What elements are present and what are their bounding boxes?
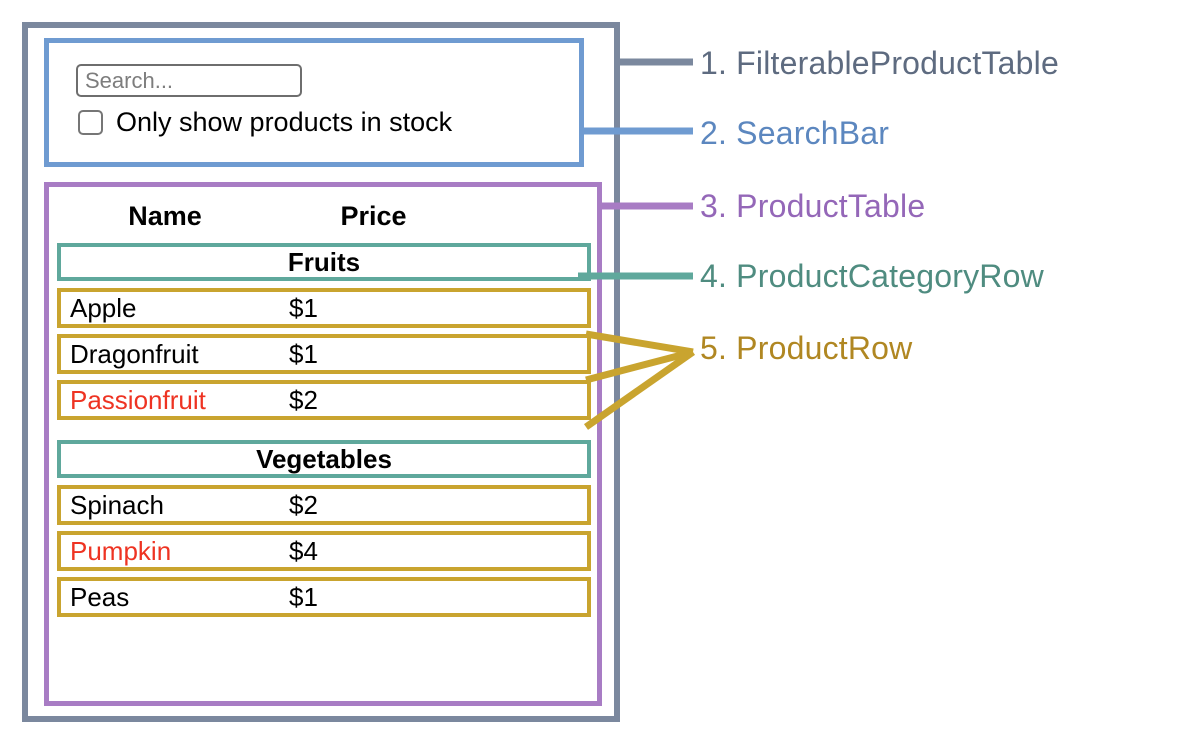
- product-name: Apple: [70, 293, 137, 323]
- product-category-row: Vegetables: [57, 440, 591, 478]
- filterable-product-table-frame: Only show products in stock Name Price F…: [22, 22, 620, 722]
- search-input[interactable]: [76, 64, 302, 97]
- column-header-price: Price: [340, 201, 407, 231]
- product-table-rows: Fruits Apple $1 Dragonfruit $1 Passionfr…: [57, 243, 591, 623]
- product-row: Spinach $2: [57, 485, 591, 525]
- in-stock-checkbox[interactable]: [78, 110, 103, 135]
- product-price: $1: [289, 339, 318, 369]
- product-row: Apple $1: [57, 288, 591, 328]
- product-row: Pumpkin $4: [57, 531, 591, 571]
- legend-item-search-bar: 2. SearchBar: [700, 115, 890, 151]
- product-name: Passionfruit: [70, 385, 206, 415]
- product-price: $2: [289, 490, 318, 520]
- product-row: Dragonfruit $1: [57, 334, 591, 374]
- in-stock-filter-row[interactable]: Only show products in stock: [78, 109, 452, 136]
- legend-item-product-category-row: 4. ProductCategoryRow: [700, 258, 1044, 294]
- product-row: Passionfruit $2: [57, 380, 591, 420]
- product-category-row: Fruits: [57, 243, 591, 281]
- product-table-frame: Name Price Fruits Apple $1 Dragonfruit $…: [44, 182, 602, 706]
- legend-item-product-table: 3. ProductTable: [700, 188, 926, 224]
- product-price: $4: [289, 536, 318, 566]
- search-bar-frame: Only show products in stock: [44, 38, 584, 167]
- in-stock-checkbox-label: Only show products in stock: [116, 107, 453, 137]
- product-price: $1: [289, 582, 318, 612]
- legend-item-filterable-product-table: 1. FilterableProductTable: [700, 45, 1059, 81]
- product-name: Spinach: [70, 490, 164, 520]
- product-category-label: Fruits: [287, 247, 361, 277]
- column-header-name: Name: [128, 201, 202, 231]
- product-name: Pumpkin: [70, 536, 172, 566]
- product-price: $2: [289, 385, 318, 415]
- product-table-header: Name Price: [49, 195, 597, 237]
- product-name: Dragonfruit: [70, 339, 199, 369]
- legend-item-product-row: 5. ProductRow: [700, 330, 913, 366]
- product-price: $1: [289, 293, 318, 323]
- product-category-label: Vegetables: [256, 444, 392, 474]
- product-name: Peas: [70, 582, 130, 612]
- category-gap: [57, 426, 591, 440]
- product-row: Peas $1: [57, 577, 591, 617]
